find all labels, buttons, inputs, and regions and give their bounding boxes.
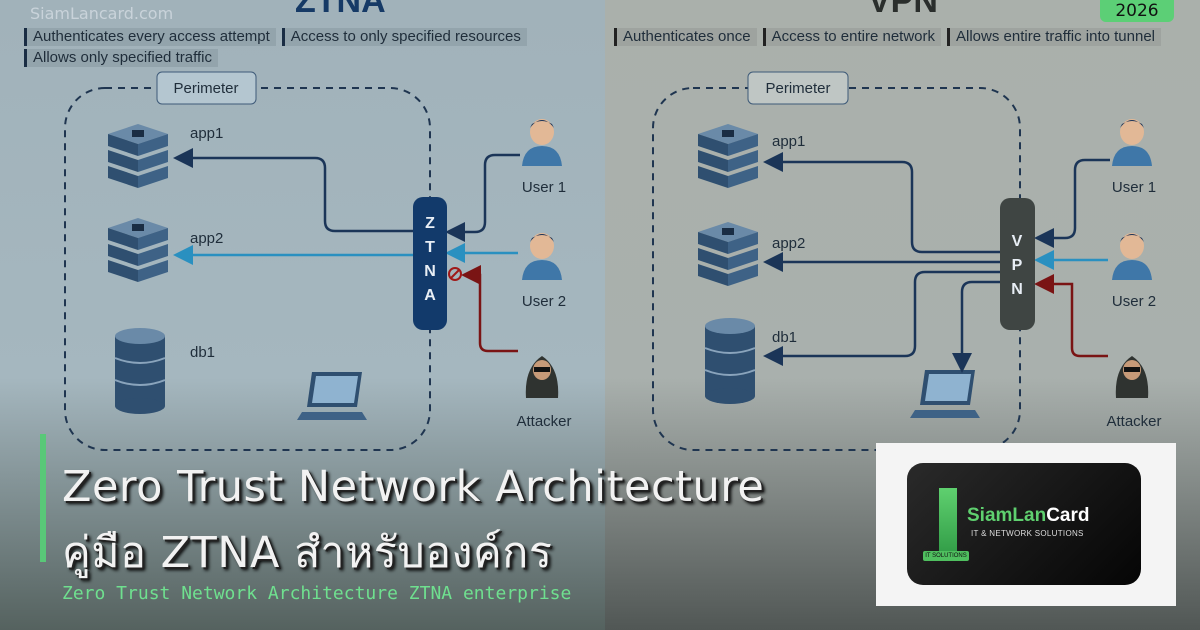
vpn-feature: Allows entire traffic into tunnel [947,28,1161,46]
vpn-heading: VPN [868,0,938,20]
ztna-user1-label: User 1 [522,179,566,196]
vpn-feature-list: Authenticates once Access to entire netw… [614,28,1189,46]
ztna-gateway-letter: A [424,287,436,304]
db1-database-icon [114,327,166,415]
ztna-gateway-letter: T [425,239,435,256]
vpn-app1-label: app1 [772,133,805,150]
vpn-user1-flow [1034,158,1110,248]
title-line-1: Zero Trust Network Architecture [62,462,765,512]
blocked-icon [448,267,462,281]
ztna-feature: Authenticates every access attempt [24,28,276,46]
vpn-app1-flow [763,152,1000,254]
vpn-app2-label: app2 [772,235,805,252]
user1-flow [445,153,520,242]
logo-panel: IT SOLUTIONS SiamLanCard IT & NETWORK SO… [876,443,1176,606]
vpn-gateway [1000,198,1035,330]
siamlancard-logo: IT SOLUTIONS SiamLanCard IT & NETWORK SO… [907,463,1141,585]
vpn-attacker-flow [1034,274,1108,358]
ztna-perimeter-label: Perimeter [173,80,238,97]
vpn-gateway-letter: N [1011,281,1023,298]
ztna-heading: ZTNA [295,0,386,20]
vpn-laptop-flow [952,280,1000,373]
site-watermark: SiamLancard.com [30,4,174,23]
ztna-gateway-letter: N [424,263,436,280]
ztna-app1-label: app1 [190,125,223,142]
ztna-app1-flow [173,148,413,233]
ztna-feature: Access to only specified resources [281,28,527,46]
vpn-gateway-letter: V [1012,233,1023,250]
vpn-db1-label: db1 [772,329,797,346]
subtitle: Zero Trust Network Architecture ZTNA ent… [62,583,572,604]
ztna-user2-label: User 2 [522,293,566,310]
ztna-gateway-letter: Z [425,215,435,232]
app1-server-icon [108,124,168,188]
ztna-perimeter-label-box [156,71,257,105]
logo-name: SiamLanCard [967,505,1090,527]
app2-server-icon [108,218,168,282]
vpn-perimeter-label-box [747,71,849,105]
app1-server-icon [698,124,758,188]
logo-bar-icon [939,488,957,558]
vpn-user1-label: User 1 [1112,179,1156,196]
vpn-attacker-label: Attacker [1106,413,1161,430]
ztna-panel [0,0,605,630]
logo-tagline: IT & NETWORK SOLUTIONS [971,529,1084,538]
title-accent-bar [40,434,46,562]
logo-name-white: Card [1046,505,1090,526]
ztna-gateway [413,197,447,330]
ztna-db1-label: db1 [190,344,215,361]
ztna-app2-label: app2 [190,230,223,247]
db1-database-icon [704,317,756,405]
ztna-feature-list: Authenticates every access attempt Acces… [24,28,599,67]
ztna-perimeter-boundary [64,87,431,451]
title-line-2: คู่มือ ZTNA สำหรับองค์กร [62,528,553,578]
vpn-user2-label: User 2 [1112,293,1156,310]
logo-name-green: SiamLan [967,505,1047,526]
ztna-attacker-label: Attacker [516,413,571,430]
logo-tag: IT SOLUTIONS [923,551,969,561]
vpn-gateway-letter: P [1012,257,1023,274]
attacker-flow [461,265,518,353]
ztna-feature: Allows only specified traffic [24,49,218,67]
year-badge: 2026 [1100,0,1174,22]
vpn-perimeter-label: Perimeter [765,80,830,97]
vpn-feature: Access to entire network [762,28,941,46]
app2-server-icon [698,222,758,286]
vpn-db1-flow [763,270,1000,366]
vpn-feature: Authenticates once [614,28,757,46]
